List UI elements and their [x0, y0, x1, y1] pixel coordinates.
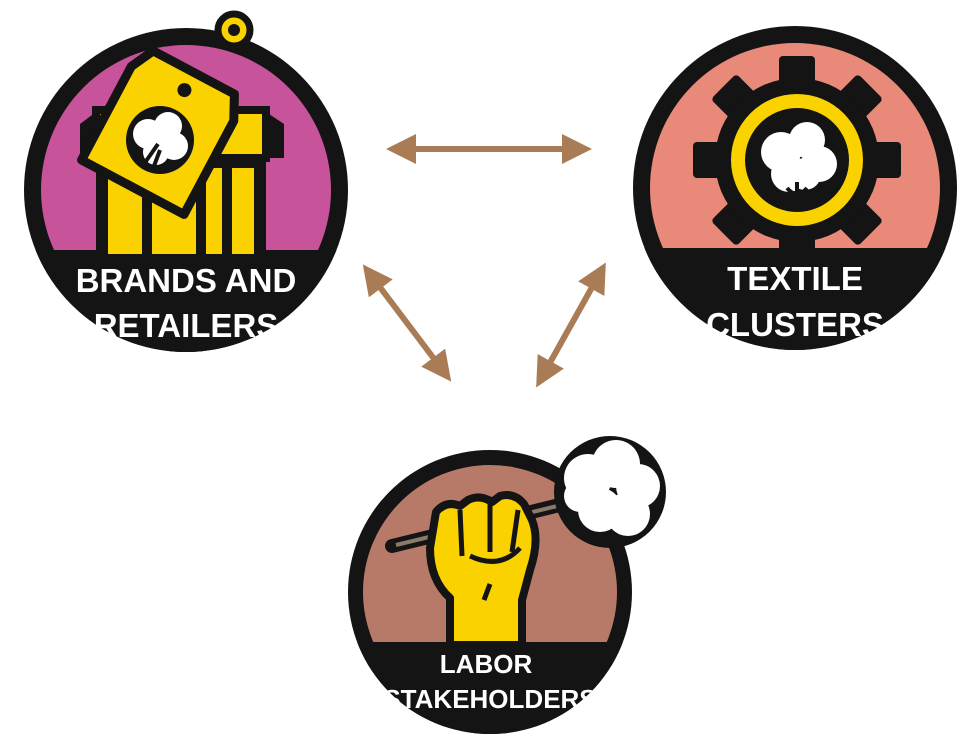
brands-label-line1: BRANDS AND [76, 262, 297, 299]
labor-label-line1: LABOR [440, 649, 533, 679]
gear-with-cotton-icon [693, 56, 901, 264]
brands-label-line2: RETAILERS [94, 307, 279, 344]
arrow-textile-labor [536, 262, 606, 388]
badge-textile-clusters: TEXTILE CLUSTERS [623, 16, 967, 360]
connectors [362, 134, 606, 388]
textile-label-line1: TEXTILE [727, 260, 863, 297]
textile-label-line2: CLUSTERS [706, 306, 884, 343]
badge-brands-and-retailers: BRANDS AND RETAILERS [14, 10, 358, 362]
fist-holding-cotton-icon [385, 436, 666, 649]
arrow-brands-labor [362, 264, 452, 382]
badge-labor-stakeholders: LABOR STAKEHOLDERS [338, 436, 666, 744]
labor-label-line2: STAKEHOLDERS [383, 684, 596, 714]
store-with-cotton-tag-icon [77, 10, 284, 254]
